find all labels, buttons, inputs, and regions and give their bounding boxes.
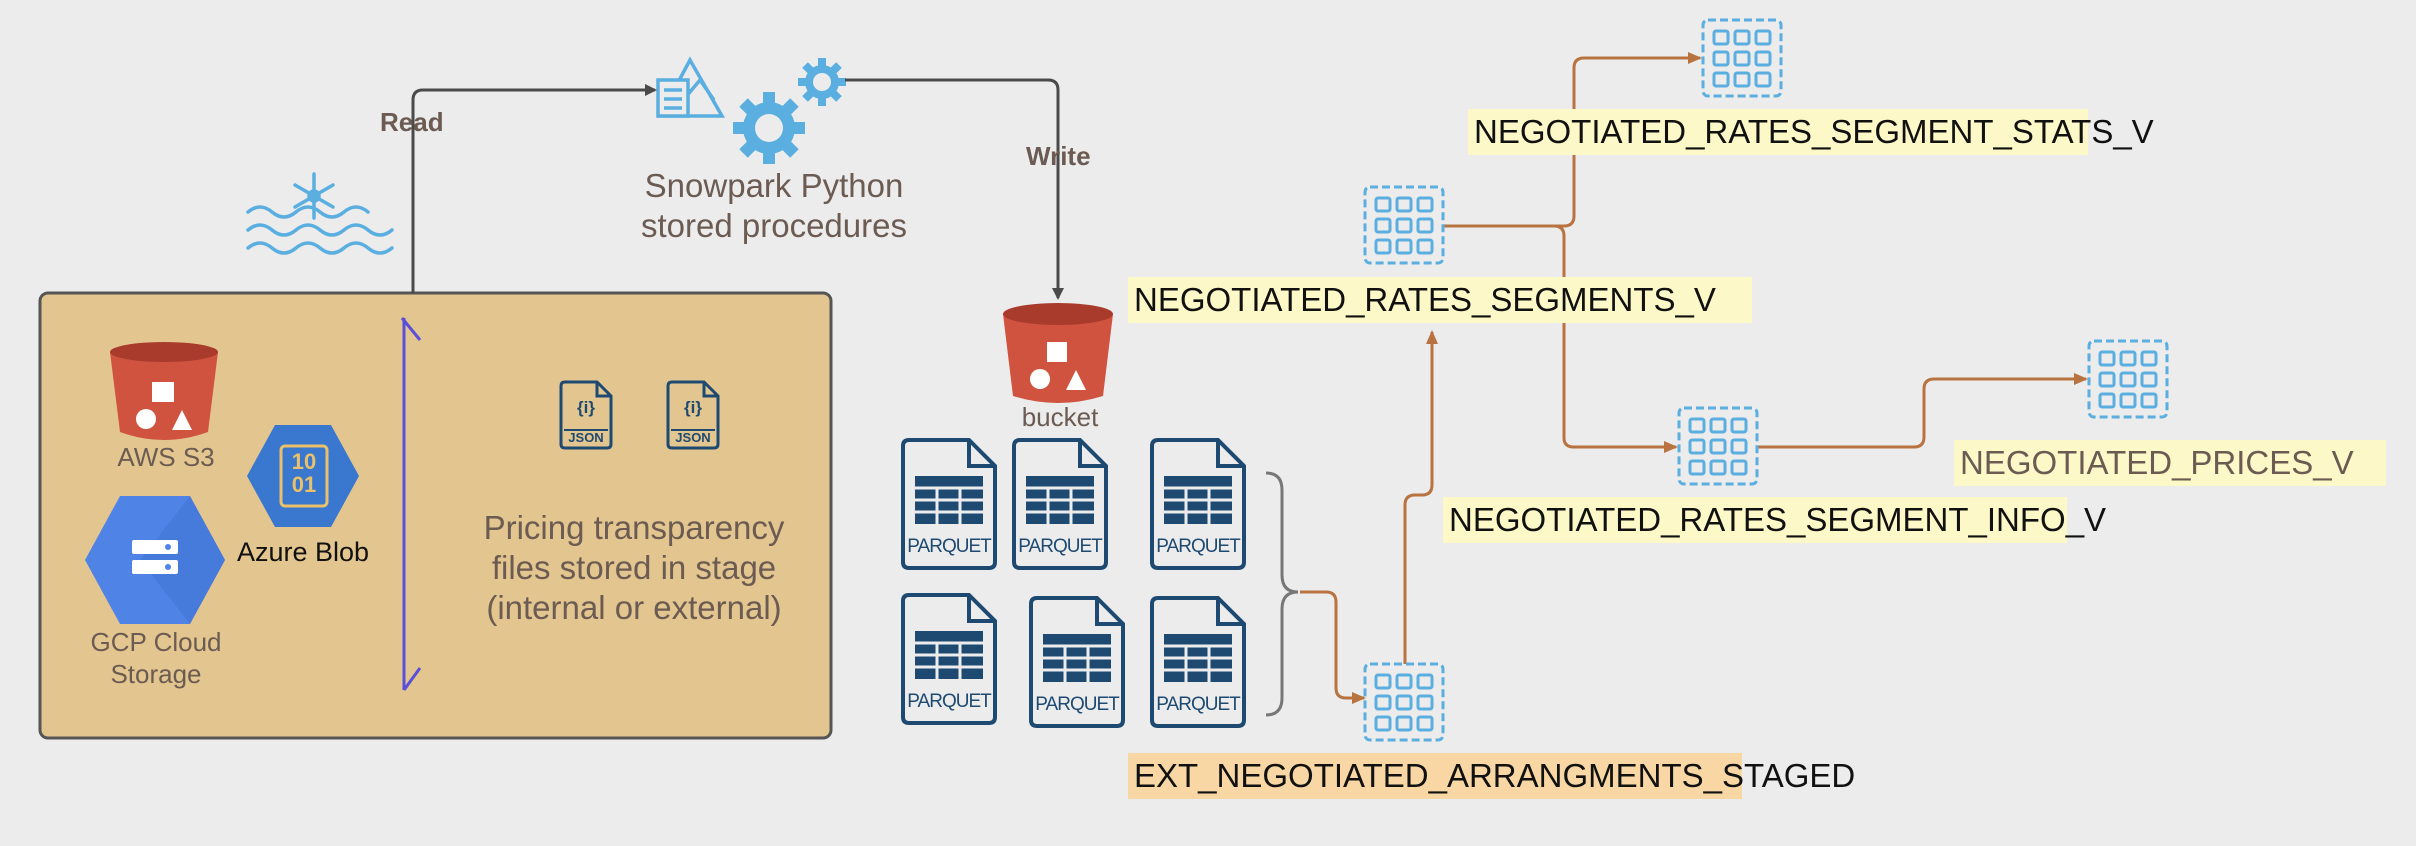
files-to-staged-arrow bbox=[1300, 590, 1366, 704]
parquet-label-6: PARQUET bbox=[1156, 694, 1240, 715]
json-badge-2: JSON bbox=[675, 430, 711, 445]
azure-glyph-line1: 10 bbox=[291, 449, 317, 474]
gcp-cloud-storage-icon bbox=[85, 496, 225, 624]
view-label-segments: NEGOTIATED_RATES_SEGMENTS_V bbox=[1128, 277, 1752, 323]
view-icon-segment-stats bbox=[1701, 18, 1783, 98]
read-label: Read bbox=[380, 107, 444, 137]
snowflake-icon bbox=[246, 172, 394, 255]
stage-description-line2: files stored in stage bbox=[491, 549, 777, 586]
files-brace bbox=[1265, 471, 1299, 717]
view-icon-staged bbox=[1363, 662, 1445, 742]
parquet-label-2: PARQUET bbox=[1018, 536, 1102, 557]
procedures-label-line2: stored procedures bbox=[641, 207, 907, 244]
gcp-label: GCP Cloud Storage bbox=[70, 626, 242, 690]
json-badge-1: JSON bbox=[568, 430, 604, 445]
aws-s3-label: AWS S3 bbox=[117, 442, 215, 472]
parquet-label-3: PARQUET bbox=[1156, 536, 1240, 557]
segments-to-info-arrow bbox=[1443, 224, 1678, 453]
gcp-label-line1: GCP Cloud bbox=[90, 627, 222, 657]
bucket-label: bucket bbox=[1021, 402, 1099, 432]
view-icon-segment-info bbox=[1677, 406, 1759, 486]
aws-s3-bucket-icon bbox=[110, 342, 218, 440]
view-icon-prices bbox=[2087, 339, 2169, 419]
gear-icon-small bbox=[798, 58, 846, 106]
view-label-staged: EXT_NEGOTIATED_ARRANGMENTS_STAGED bbox=[1128, 753, 1862, 799]
info-to-prices-arrow bbox=[1758, 373, 2088, 449]
view-label-segment-info: NEGOTIATED_RATES_SEGMENT_INFO_V bbox=[1443, 497, 2113, 543]
azure-blob-label: Azure Blob bbox=[237, 537, 370, 567]
view-icon-segments bbox=[1363, 185, 1445, 265]
procedures-label: Snowpark Python stored procedures bbox=[612, 166, 936, 246]
stage-description-line3: (internal or external) bbox=[486, 589, 782, 626]
snowpark-icon bbox=[656, 56, 726, 118]
view-label-segment-stats: NEGOTIATED_RATES_SEGMENT_STATS_V bbox=[1468, 109, 2160, 155]
gear-icon-large bbox=[733, 92, 805, 164]
procedures-label-line1: Snowpark Python bbox=[644, 167, 904, 204]
parquet-label-5: PARQUET bbox=[1035, 694, 1119, 715]
azure-blob-icon bbox=[247, 425, 359, 527]
read-arrow bbox=[411, 84, 657, 293]
azure-glyph: 10 01 bbox=[284, 450, 324, 496]
json-glyph-2: {i} bbox=[684, 398, 702, 417]
write-label: Write bbox=[1026, 141, 1091, 171]
stage-bracket bbox=[400, 317, 422, 691]
parquet-label-4: PARQUET bbox=[907, 691, 991, 712]
stage-description-line1: Pricing transparency bbox=[483, 509, 785, 546]
bucket-icon bbox=[1003, 303, 1113, 403]
json-glyph-1: {i} bbox=[577, 398, 595, 417]
view-label-prices: NEGOTIATED_PRICES_V bbox=[1954, 440, 2386, 486]
stage-description: Pricing transparency files stored in sta… bbox=[452, 508, 816, 628]
write-arrow bbox=[845, 78, 1064, 300]
stage-box bbox=[38, 291, 833, 740]
staged-to-segments-arrow bbox=[1403, 330, 1438, 664]
parquet-label-1: PARQUET bbox=[907, 536, 991, 557]
azure-glyph-line2: 01 bbox=[291, 472, 317, 497]
gcp-label-line2: Storage bbox=[110, 659, 202, 689]
